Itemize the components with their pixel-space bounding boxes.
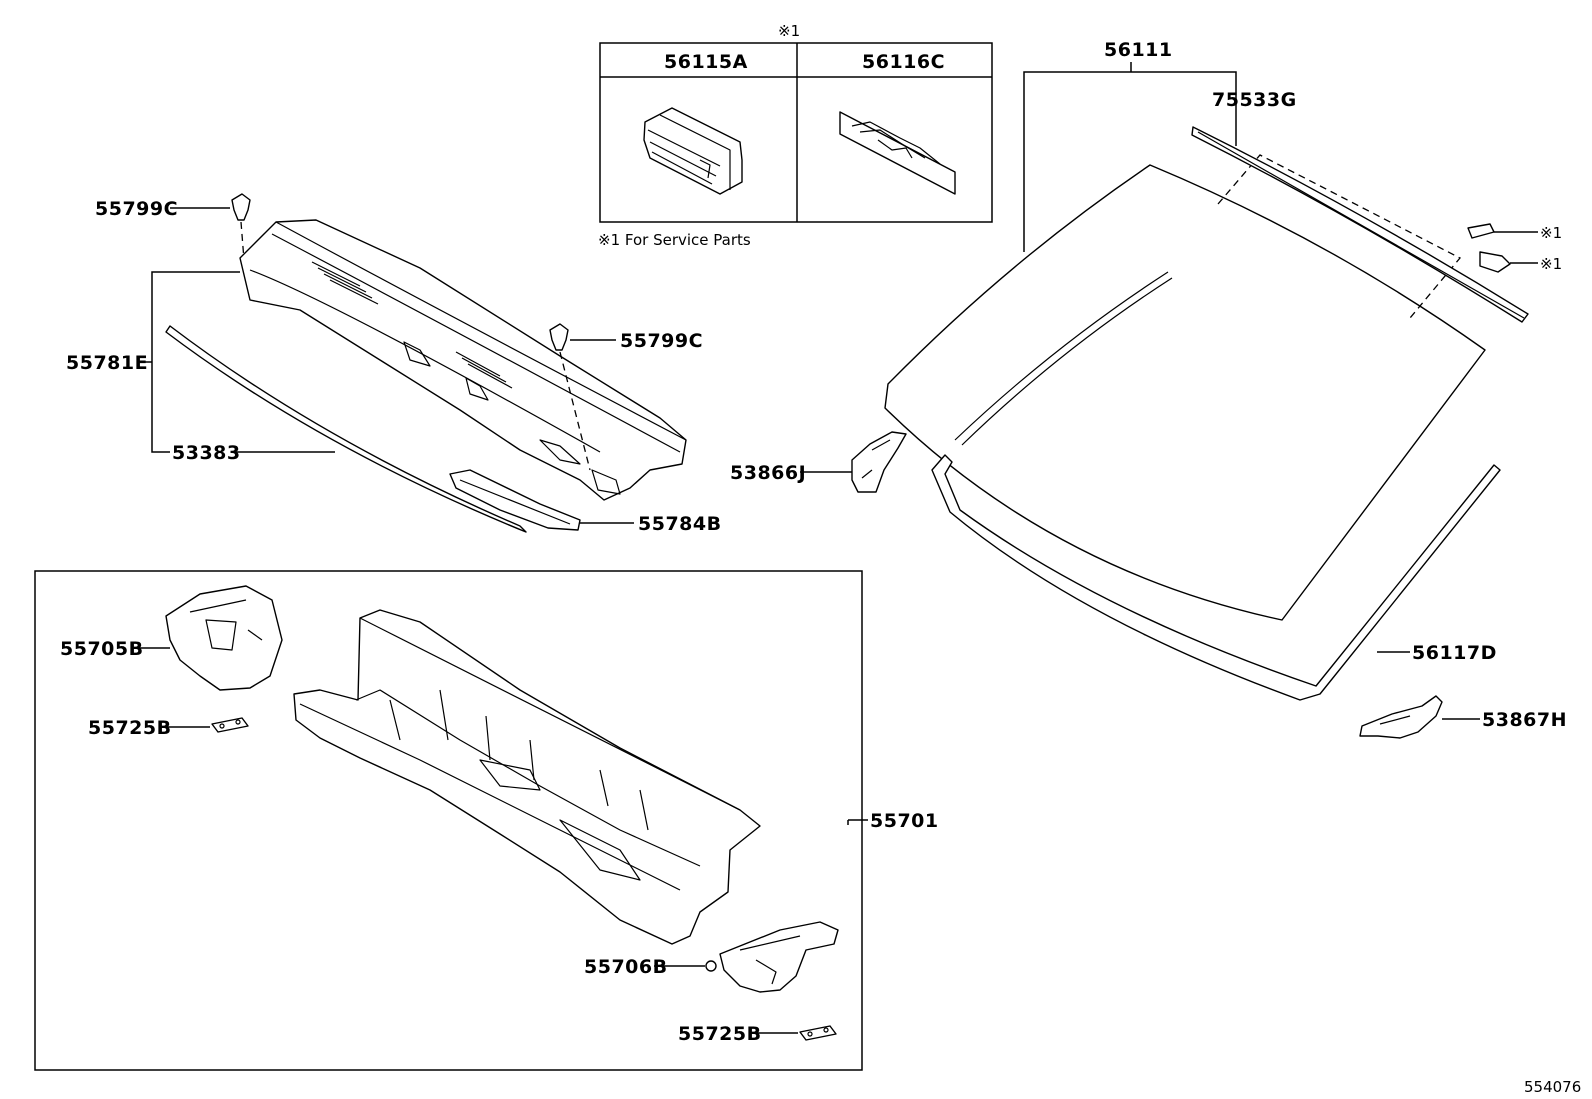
- label-53866J: 53866J: [730, 462, 806, 484]
- service-clip-b: [1479, 251, 1511, 273]
- cowl-louver-55781E: [239, 219, 687, 501]
- service-parts-footnote: ※1 For Service Parts: [598, 231, 751, 249]
- label-55781E: 55781E: [66, 352, 148, 374]
- label-55799C-top: 55799C: [95, 198, 178, 220]
- dam-56117D: [931, 454, 1501, 701]
- cowl-top-group: 55799C 55781E 53383 55799C 55784B: [66, 193, 722, 535]
- label-53383: 53383: [172, 442, 241, 464]
- bracket-55706B: [719, 921, 839, 993]
- weatherstrip-53383: [165, 325, 527, 533]
- plate-55725B-bottom: [799, 1025, 837, 1041]
- cowl-side-53867H: [1359, 695, 1443, 739]
- dash-panel-box: 55705B 55725B 55701 55706B 55725B: [34, 570, 939, 1071]
- plate-55725B-top: [211, 717, 249, 733]
- service-marker-top: ※1: [778, 22, 800, 40]
- windshield-group: 56111 75533G ※1 ※1 56117D 53866J: [730, 39, 1567, 739]
- label-55705B: 55705B: [60, 638, 144, 660]
- marker-b: ※1: [1540, 255, 1562, 273]
- clip-55799C-top: [231, 193, 251, 221]
- label-55725B-bottom: 55725B: [678, 1023, 762, 1045]
- label-55799C-mid: 55799C: [620, 330, 703, 352]
- service-clip-a: [1467, 223, 1495, 239]
- label-56111: 56111: [1104, 39, 1173, 61]
- clip-56116C-drawing: [839, 111, 956, 195]
- bracket-55784B: [449, 469, 581, 531]
- label-55725B-top: 55725B: [88, 717, 172, 739]
- label-56117D: 56117D: [1412, 642, 1497, 664]
- clip-55799C-mid: [549, 323, 569, 351]
- label-75533G: 75533G: [1212, 89, 1297, 111]
- label-55706B: 55706B: [584, 956, 668, 978]
- label-56116C: 56116C: [862, 51, 945, 73]
- bracket-55705B: [165, 585, 283, 691]
- windshield-glass: [884, 164, 1486, 621]
- marker-a: ※1: [1540, 224, 1562, 242]
- dash-panel-55701: [293, 609, 761, 945]
- label-55784B: 55784B: [638, 513, 722, 535]
- cowl-side-53866J: [851, 431, 907, 493]
- label-53867H: 53867H: [1482, 709, 1567, 731]
- label-56115A: 56115A: [664, 51, 748, 73]
- figure-number: 554076: [1524, 1078, 1581, 1096]
- clip-56115A-drawing: [643, 107, 743, 195]
- service-parts-box: ※1 56115A 56116C ※1 For Service Parts: [598, 22, 993, 249]
- label-55701: 55701: [870, 810, 939, 832]
